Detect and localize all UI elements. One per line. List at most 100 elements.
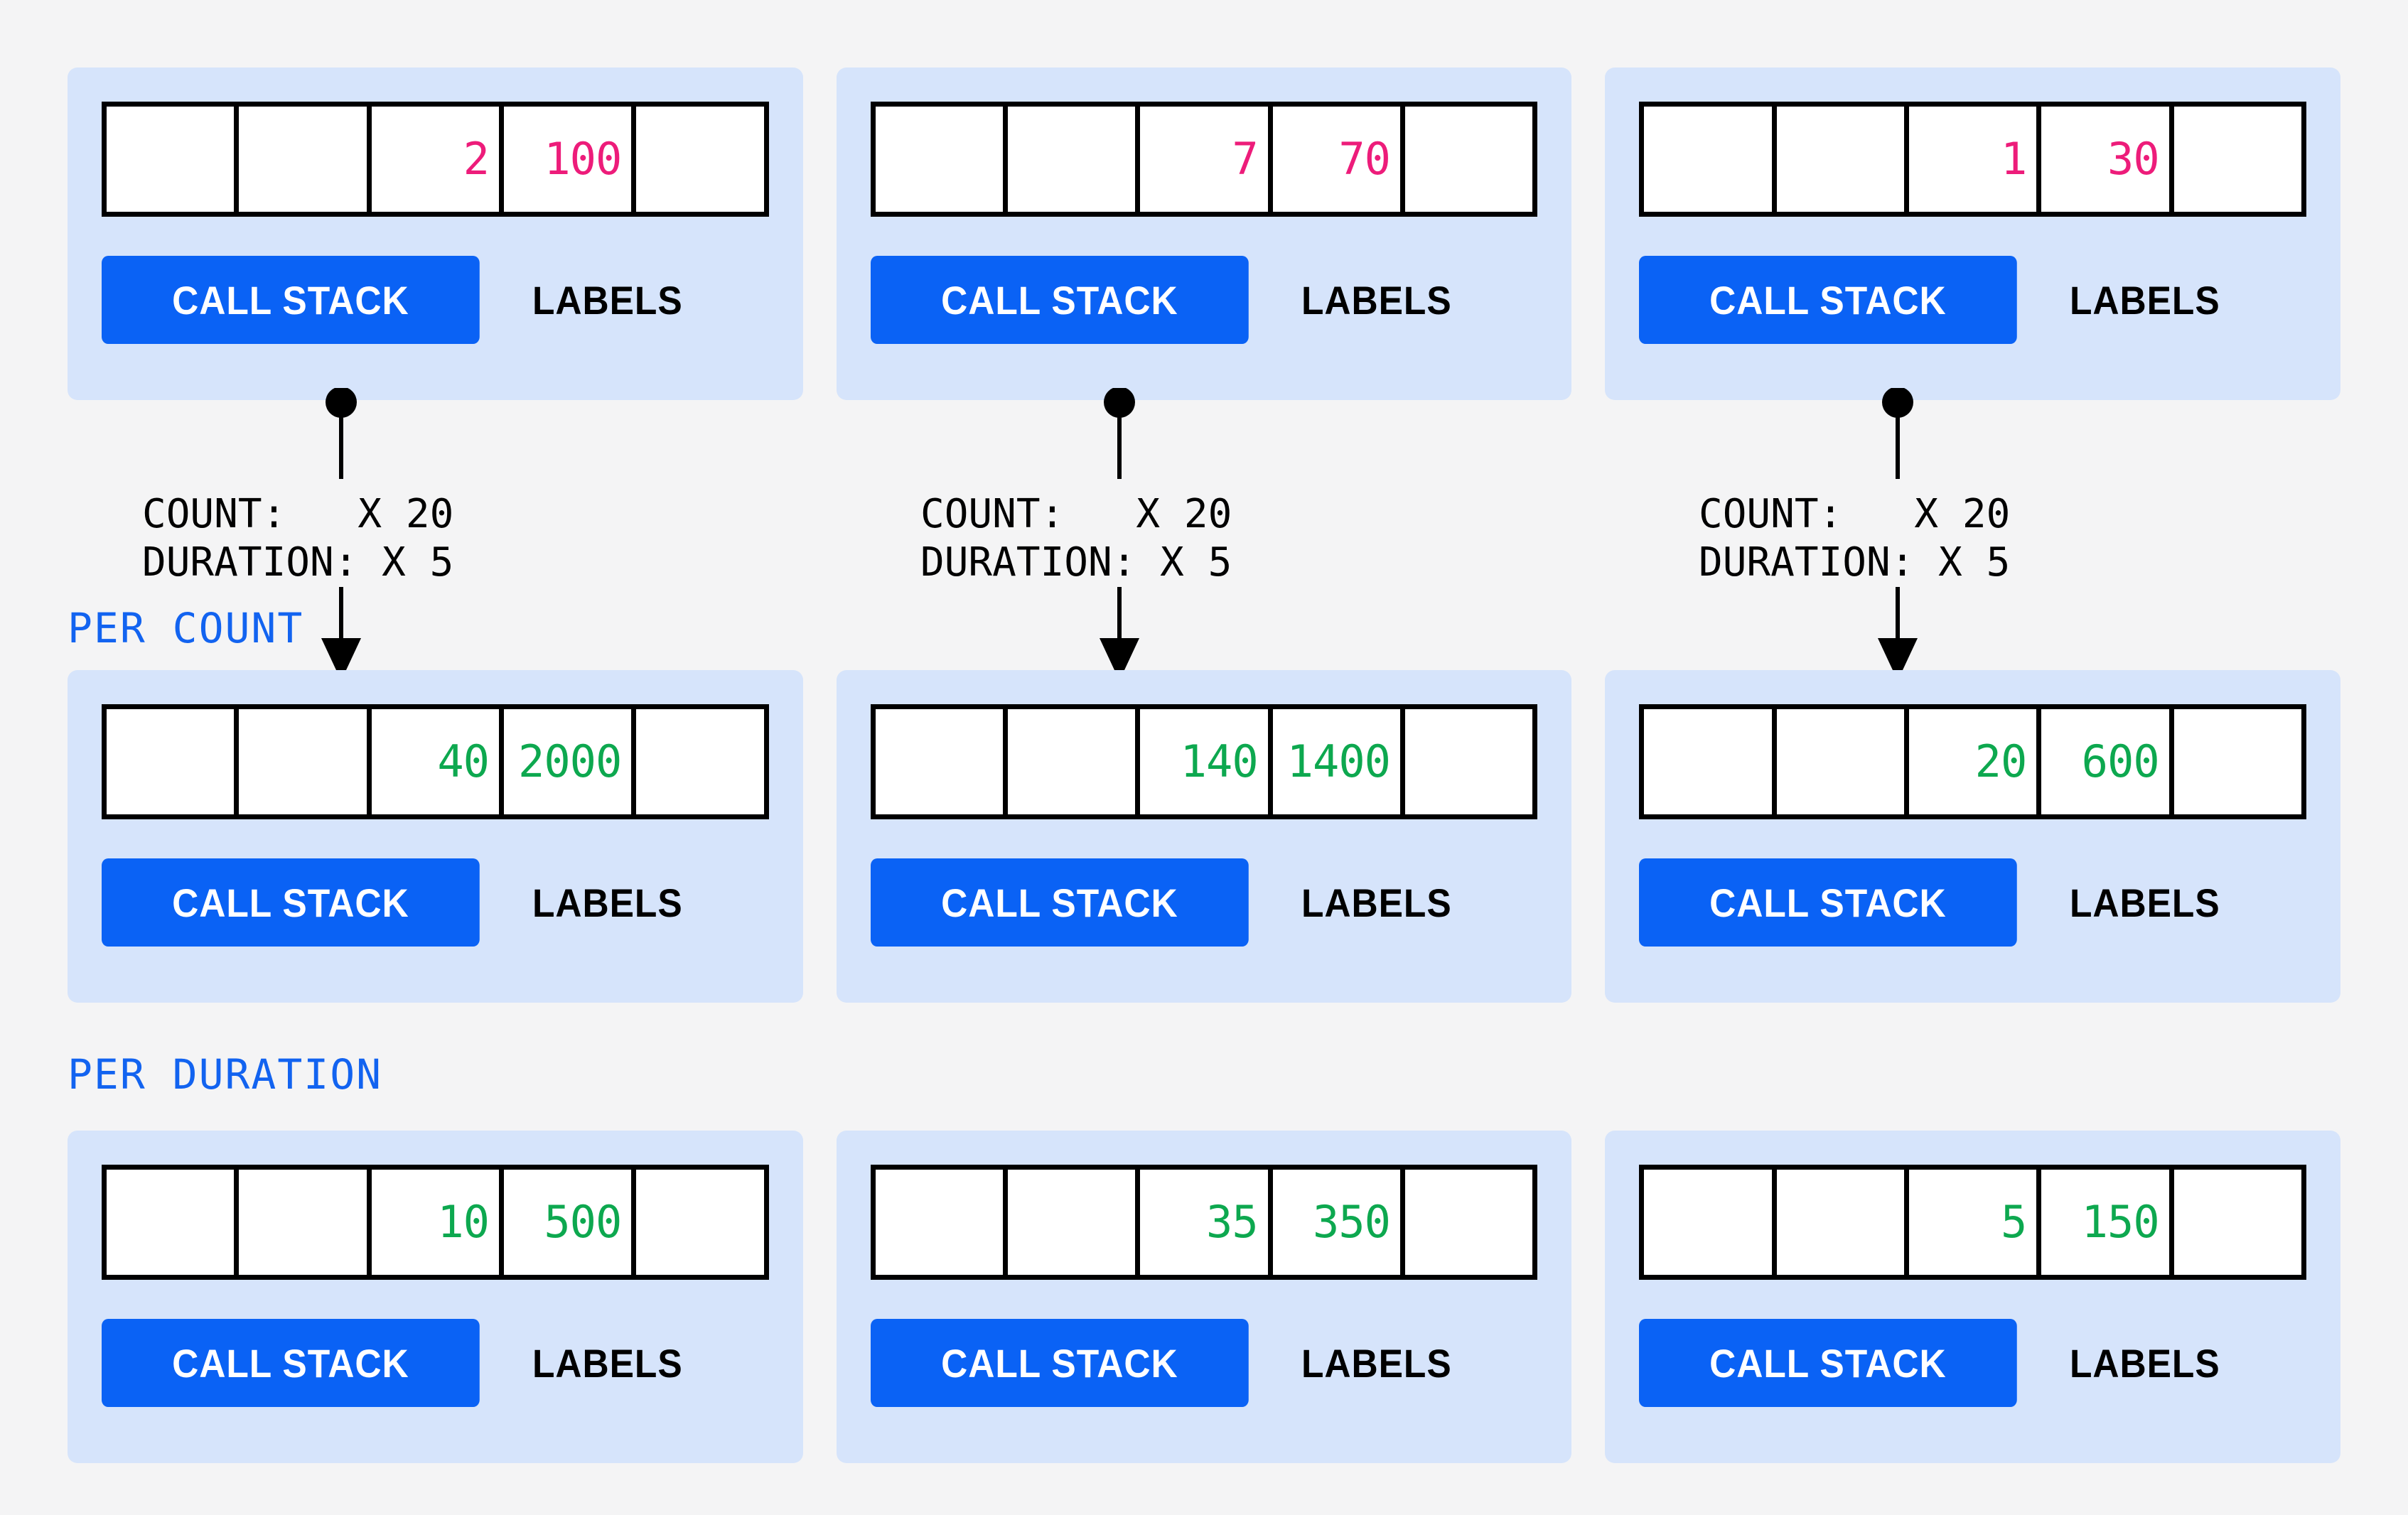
value-table: 5 150	[1639, 1165, 2307, 1280]
table-cell-duration: 1400	[1273, 709, 1405, 814]
call-stack-button[interactable]: CALL STACK	[870, 256, 1249, 344]
table-cell-duration: 600	[2041, 709, 2174, 814]
value-table: 35 350	[870, 1165, 1538, 1280]
table-cell-duration: 150	[2041, 1170, 2174, 1275]
table-cell-duration: 100	[504, 107, 637, 212]
table-cell	[1644, 1170, 1777, 1275]
table-cell	[2174, 1170, 2301, 1275]
card-per-duration-2: 35 350 CALL STACK LABELS	[836, 1131, 1572, 1463]
table-cell-duration: 500	[504, 1170, 637, 1275]
table-cell	[1777, 709, 1909, 814]
connector-multiplier-2: COUNT: X 20 DURATION: X 5	[920, 388, 1361, 686]
card-row-raw: 2 100 CALL STACK LABELS 7 70 CALL STACK …	[68, 68, 2341, 400]
card-raw-2: 7 70 CALL STACK LABELS	[836, 68, 1572, 400]
table-cell	[1405, 1170, 1532, 1275]
labels-button[interactable]: LABELS	[532, 277, 683, 323]
table-cell	[107, 1170, 240, 1275]
table-cell	[636, 107, 763, 212]
call-stack-button[interactable]: CALL STACK	[102, 858, 480, 947]
section-label-per-count: PER COUNT	[68, 604, 304, 652]
value-table: 1 30	[1639, 102, 2307, 217]
table-cell	[1644, 107, 1777, 212]
table-cell	[1644, 709, 1777, 814]
table-cell	[876, 709, 1008, 814]
labels-button[interactable]: LABELS	[1301, 1340, 1452, 1386]
card-per-duration-1: 10 500 CALL STACK LABELS	[68, 1131, 803, 1463]
card-raw-1: 2 100 CALL STACK LABELS	[68, 68, 803, 400]
card-per-count-1: 40 2000 CALL STACK LABELS	[68, 670, 803, 1003]
table-cell	[1405, 107, 1532, 212]
table-cell-count: 1	[1909, 107, 2042, 212]
table-cell	[1008, 1170, 1141, 1275]
card-controls: CALL STACK LABELS	[102, 858, 769, 947]
table-cell	[876, 107, 1008, 212]
call-stack-button[interactable]: CALL STACK	[870, 1319, 1249, 1407]
table-cell	[239, 107, 372, 212]
connector-duration-text: DURATION: X 5	[920, 539, 1232, 586]
connector-multiplier-3: COUNT: X 20 DURATION: X 5	[1699, 388, 2139, 686]
call-stack-button[interactable]: CALL STACK	[1639, 256, 2018, 344]
card-row-per-count: 40 2000 CALL STACK LABELS 140 1400 CALL …	[68, 670, 2341, 1003]
table-cell	[107, 107, 240, 212]
card-controls: CALL STACK LABELS	[102, 256, 769, 344]
call-stack-button[interactable]: CALL STACK	[102, 1319, 480, 1407]
connector-duration-text: DURATION: X 5	[1699, 539, 2011, 586]
labels-button[interactable]: LABELS	[1301, 880, 1452, 925]
table-cell	[239, 1170, 372, 1275]
table-cell	[636, 1170, 763, 1275]
connector-count-text: COUNT: X 20	[142, 491, 454, 537]
table-cell-count: 35	[1140, 1170, 1273, 1275]
table-cell	[2174, 709, 2301, 814]
table-cell-count: 20	[1909, 709, 2042, 814]
table-cell-duration: 30	[2041, 107, 2174, 212]
labels-button[interactable]: LABELS	[532, 880, 683, 925]
card-controls: CALL STACK LABELS	[102, 1319, 769, 1407]
table-cell-count: 40	[372, 709, 504, 814]
value-table: 10 500	[102, 1165, 769, 1280]
table-cell-duration: 350	[1273, 1170, 1405, 1275]
value-table: 2 100	[102, 102, 769, 217]
card-per-count-2: 140 1400 CALL STACK LABELS	[836, 670, 1572, 1003]
connector-multiplier-1: COUNT: X 20 DURATION: X 5	[142, 388, 583, 686]
table-cell-count: 2	[372, 107, 504, 212]
card-per-duration-3: 5 150 CALL STACK LABELS	[1605, 1131, 2341, 1463]
table-cell	[107, 709, 240, 814]
card-raw-3: 1 30 CALL STACK LABELS	[1605, 68, 2341, 400]
call-stack-button[interactable]: CALL STACK	[1639, 1319, 2018, 1407]
table-cell	[2174, 107, 2301, 212]
labels-button[interactable]: LABELS	[2070, 277, 2220, 323]
value-table: 40 2000	[102, 704, 769, 819]
value-table: 20 600	[1639, 704, 2307, 819]
connector-duration-text: DURATION: X 5	[142, 539, 454, 586]
connector-count-text: COUNT: X 20	[1699, 491, 2011, 537]
labels-button[interactable]: LABELS	[532, 1340, 683, 1386]
table-cell	[636, 709, 763, 814]
value-table: 7 70	[870, 102, 1538, 217]
table-cell-count: 5	[1909, 1170, 2042, 1275]
connector-count-text: COUNT: X 20	[920, 491, 1232, 537]
call-stack-button[interactable]: CALL STACK	[870, 858, 1249, 947]
card-controls: CALL STACK LABELS	[870, 858, 1538, 947]
connector-arrow-icon	[1100, 388, 1139, 681]
call-stack-button[interactable]: CALL STACK	[1639, 858, 2018, 947]
call-stack-button[interactable]: CALL STACK	[102, 256, 480, 344]
table-cell	[1405, 709, 1532, 814]
table-cell	[1777, 1170, 1909, 1275]
table-cell-count: 7	[1140, 107, 1273, 212]
card-per-count-3: 20 600 CALL STACK LABELS	[1605, 670, 2341, 1003]
card-controls: CALL STACK LABELS	[1639, 858, 2306, 947]
labels-button[interactable]: LABELS	[2070, 880, 2220, 925]
card-controls: CALL STACK LABELS	[1639, 256, 2306, 344]
table-cell	[876, 1170, 1008, 1275]
labels-button[interactable]: LABELS	[2070, 1340, 2220, 1386]
table-cell	[239, 709, 372, 814]
section-label-per-duration: PER DURATION	[68, 1050, 383, 1099]
labels-button[interactable]: LABELS	[1301, 277, 1452, 323]
card-controls: CALL STACK LABELS	[870, 1319, 1538, 1407]
connector-arrow-icon	[321, 388, 361, 681]
table-cell	[1008, 709, 1141, 814]
table-cell	[1008, 107, 1141, 212]
table-cell-count: 10	[372, 1170, 504, 1275]
card-controls: CALL STACK LABELS	[1639, 1319, 2306, 1407]
